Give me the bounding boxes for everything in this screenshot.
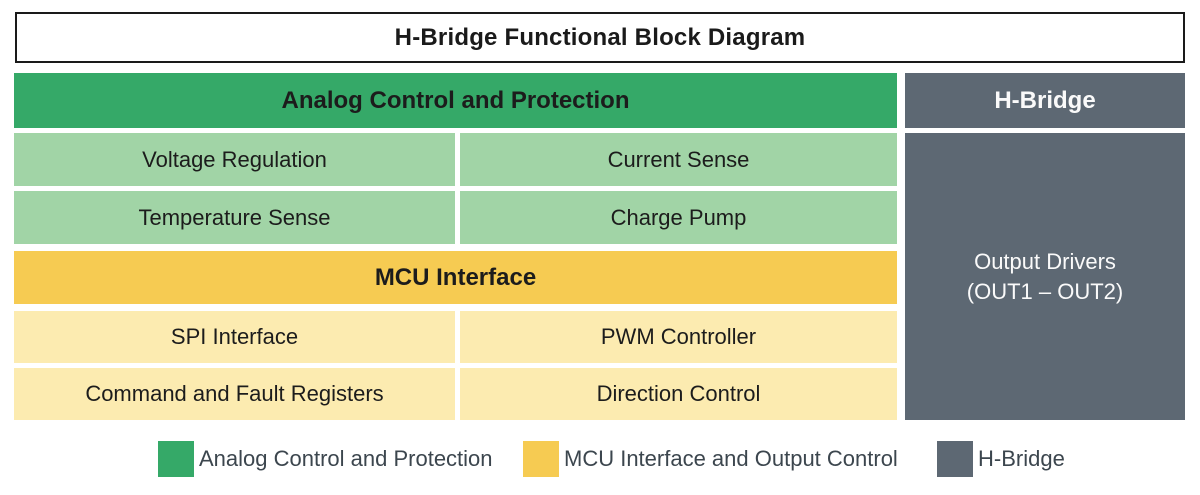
diagram-title: H-Bridge Functional Block Diagram	[394, 23, 806, 51]
legend-swatch-analog	[158, 441, 194, 477]
mcu-row-1: SPI Interface PWM Controller	[14, 311, 897, 363]
mcu-section-header: MCU Interface	[14, 251, 897, 304]
analog-section-header: Analog Control and Protection	[14, 73, 897, 128]
block-charge-pump: Charge Pump	[460, 191, 897, 244]
legend-item-analog: Analog Control and Protection	[158, 440, 493, 478]
block-voltage-regulation: Voltage Regulation	[14, 133, 455, 186]
control-column: Analog Control and Protection Voltage Re…	[14, 73, 897, 420]
analog-row-1: Voltage Regulation Current Sense	[14, 133, 897, 186]
legend-swatch-mcu	[523, 441, 559, 477]
legend-label-analog: Analog Control and Protection	[199, 446, 493, 471]
hbridge-column: H-Bridge Output Drivers (OUT1 – OUT2)	[905, 73, 1185, 420]
block-command-fault-registers: Command and Fault Registers	[14, 368, 455, 420]
legend-item-hbridge: H-Bridge	[937, 440, 1065, 478]
legend-label-mcu: MCU Interface and Output Control	[564, 446, 898, 471]
legend-swatch-hbridge	[937, 441, 973, 477]
block-pwm-controller: PWM Controller	[460, 311, 897, 363]
block-direction-control: Direction Control	[460, 368, 897, 420]
block-spi-interface: SPI Interface	[14, 311, 455, 363]
output-drivers-line2: (OUT1 – OUT2)	[966, 278, 1124, 304]
legend: Analog Control and Protection MCU Interf…	[0, 440, 1200, 478]
diagram-title-box: H-Bridge Functional Block Diagram	[15, 12, 1185, 63]
legend-label-hbridge: H-Bridge	[978, 446, 1065, 471]
mcu-row-2: Command and Fault Registers Direction Co…	[14, 368, 897, 420]
block-temperature-sense: Temperature Sense	[14, 191, 455, 244]
hbridge-section-header: H-Bridge	[905, 73, 1185, 128]
legend-item-mcu: MCU Interface and Output Control	[523, 440, 898, 478]
analog-row-2: Temperature Sense Charge Pump	[14, 191, 897, 244]
output-drivers-line1: Output Drivers	[974, 248, 1116, 274]
block-output-drivers: Output Drivers (OUT1 – OUT2)	[905, 133, 1185, 420]
block-current-sense: Current Sense	[460, 133, 897, 186]
